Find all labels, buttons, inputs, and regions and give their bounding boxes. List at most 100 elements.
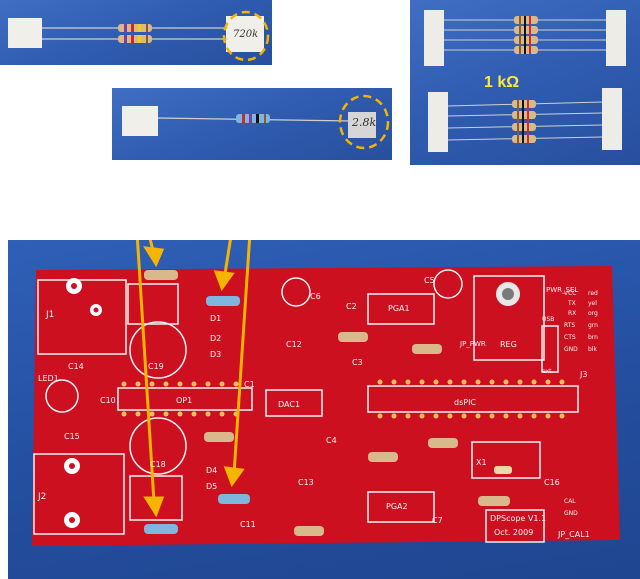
label-op1: OP1 [176, 396, 193, 405]
label-dspic: dsPIC [454, 398, 477, 407]
j3-outline [541, 325, 559, 373]
label-c16: C16 [544, 478, 560, 487]
label-j1: J1 [46, 310, 55, 320]
tape-right [226, 16, 264, 52]
label-c14: C14 [68, 362, 84, 371]
installed-resistor [144, 270, 178, 280]
label-pga2: PGA2 [386, 502, 408, 511]
label-led1: LED1 [38, 374, 59, 383]
label-gnd-cal: GND [564, 510, 578, 517]
installed-resistor [144, 524, 178, 534]
highlight-ring [222, 10, 270, 62]
label-org: org [588, 310, 598, 317]
resistor-value-label: 1 kΩ [484, 74, 520, 91]
label-vcc: VCC [564, 290, 577, 297]
tape-left [122, 106, 158, 136]
reg-outline [473, 275, 545, 361]
label-c5: C5 [424, 276, 435, 285]
photo-resistor-2k8-svg [122, 94, 390, 150]
label-c3: C3 [352, 358, 363, 367]
label-pga1: PGA1 [388, 304, 410, 313]
silkscreen-layer: J1 J2 LED1 C14 C10 C15 C19 C18 OP1 D1 D2… [8, 240, 640, 579]
installed-resistor [338, 332, 368, 342]
tape-left [8, 18, 42, 48]
label-red: red [588, 290, 598, 297]
c5-outline [433, 269, 463, 299]
label-d1: D1 [210, 314, 222, 323]
j2-outline [33, 453, 125, 535]
label-d3: D3 [210, 350, 222, 359]
board-date: Oct. 2009 [494, 528, 534, 537]
label-d4: D4 [206, 466, 218, 475]
handwritten-note-2k8: 2.8k [352, 116, 377, 129]
label-reg: REG [500, 340, 517, 349]
label-c6: C6 [310, 292, 321, 301]
photo-resistors-720k-svg [8, 10, 270, 62]
label-usb: USB [542, 316, 555, 323]
label-d2: D2 [210, 334, 222, 343]
installed-resistor [478, 496, 510, 506]
handwritten-note-720k: 720k [233, 29, 259, 40]
label-tx: TX [568, 300, 576, 307]
photo-pcb: J1 J2 LED1 C14 C10 C15 C19 C18 OP1 D1 D2… [8, 57, 640, 579]
label-c18: C18 [150, 460, 166, 469]
c19-outline [129, 321, 187, 379]
label-c2: C2 [346, 302, 357, 311]
label-c10: C10 [100, 396, 116, 405]
label-yel: yel [588, 300, 597, 307]
label-rx: RX [568, 310, 577, 317]
label-c15: C15 [64, 432, 80, 441]
label-grn: grn [588, 322, 598, 329]
installed-resistor [294, 526, 324, 536]
label-d5: D5 [206, 482, 218, 491]
label-jp-pwr: JP_PWR [460, 340, 486, 348]
label-c4: C4 [326, 436, 337, 445]
label-brn: brn [588, 334, 598, 341]
label-c7: C7 [432, 516, 443, 525]
tape-left [428, 92, 448, 152]
label-cts: CTS [564, 334, 576, 341]
label-c19: C19 [148, 362, 164, 371]
label-gnd: GND [564, 346, 578, 353]
label-blk: blk [588, 346, 597, 353]
photo-resistor-2k8: 2.8k [112, 88, 392, 160]
label-pwr-sel: PWR_SEL [546, 286, 579, 294]
photo-resistors-1k-svg [424, 10, 626, 152]
installed-resistor [428, 438, 458, 448]
c19-pad-outline [127, 283, 179, 325]
label-c1: C1 [244, 380, 255, 389]
resistor-strip-bottom [447, 100, 603, 143]
photo-resistors-720k: 720k [0, 0, 272, 65]
dac1-outline [265, 389, 323, 417]
pga2-outline [367, 491, 435, 523]
pga1-outline [367, 293, 435, 325]
label-rts: RTS [564, 322, 576, 329]
op1-outline [117, 387, 253, 411]
crystal [494, 466, 512, 474]
label-j2: J2 [38, 492, 47, 502]
highlight-ring [338, 94, 390, 150]
board-title: DPScope V1.1 [490, 514, 547, 523]
label-ext: ext. [542, 368, 554, 375]
installed-resistor [368, 452, 398, 462]
installed-resistor [218, 494, 250, 504]
installed-resistor [204, 432, 234, 442]
dspic-outline [367, 385, 579, 413]
label-c13: C13 [298, 478, 314, 487]
led1-outline [45, 379, 79, 413]
label-x1: X1 [476, 458, 487, 467]
installed-resistor [412, 344, 442, 354]
tape-right [606, 10, 626, 66]
resistor-strip-top [444, 16, 606, 54]
label-c12: C12 [286, 340, 302, 349]
c6-outline [281, 277, 311, 307]
x1-outline [471, 441, 541, 479]
tape-right [348, 112, 376, 138]
label-jp-cal1: JP_CAL1 [558, 530, 590, 539]
label-dac1: DAC1 [278, 400, 301, 409]
j1-outline [37, 279, 127, 355]
label-c11: C11 [240, 520, 256, 529]
tape-right [602, 88, 622, 150]
label-cal: CAL [564, 498, 576, 505]
